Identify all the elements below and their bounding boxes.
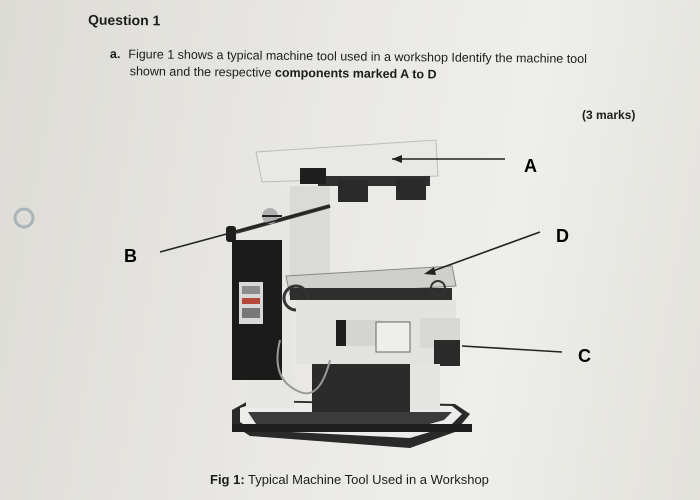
punch-hole [13, 207, 35, 229]
overarm [255, 139, 439, 202]
figure-caption: Fig 1: Typical Machine Tool Used in a Wo… [210, 472, 489, 487]
pointer-line-c [461, 345, 563, 353]
pointer-arrow-a [392, 155, 402, 163]
label-d: D [556, 226, 569, 246]
pointer-arrow-d [424, 267, 436, 275]
marks-label: (3 marks) [582, 108, 636, 122]
label-b: B [124, 246, 137, 266]
pointer-line-b [159, 205, 331, 253]
knee-assembly [276, 300, 460, 412]
machine-column [232, 186, 330, 408]
caption-text: Typical Machine Tool Used in a Workshop [244, 472, 489, 487]
caption-prefix: Fig 1: [210, 472, 245, 487]
pointer-line-d [429, 231, 541, 273]
label-c: C [578, 346, 591, 366]
label-a: A [524, 156, 537, 176]
